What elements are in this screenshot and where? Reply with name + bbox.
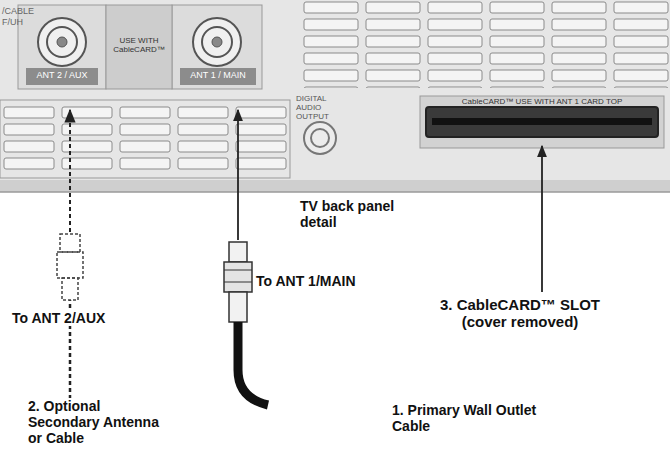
port-label: DIGITAL AUDIO OUTPUT: [296, 94, 346, 122]
port-label: ANT 1 / MAIN: [181, 70, 255, 80]
callout-number: 3. CableCARD™ SLOT (cover removed): [425, 296, 615, 331]
callout-number: 1. Primary Wall Outlet Cable: [392, 402, 542, 434]
port-note: USE WITH CableCARD™: [109, 36, 169, 54]
slot-label: CableCARD™ USE WITH ANT 1 CARD TOP: [420, 97, 664, 106]
arrow-label: To ANT 2/AUX: [12, 310, 142, 326]
cut-port-label: /CABLE: [2, 6, 46, 16]
port-label: ANT 2 / AUX: [27, 70, 97, 80]
arrow-label: To ANT 1/MAIN: [256, 273, 396, 289]
callout-number: 2. Optional Secondary Antenna or Cable: [28, 398, 163, 446]
panel-caption: TV back panel detail: [300, 198, 412, 230]
cut-port-label: F/UH: [2, 17, 46, 27]
